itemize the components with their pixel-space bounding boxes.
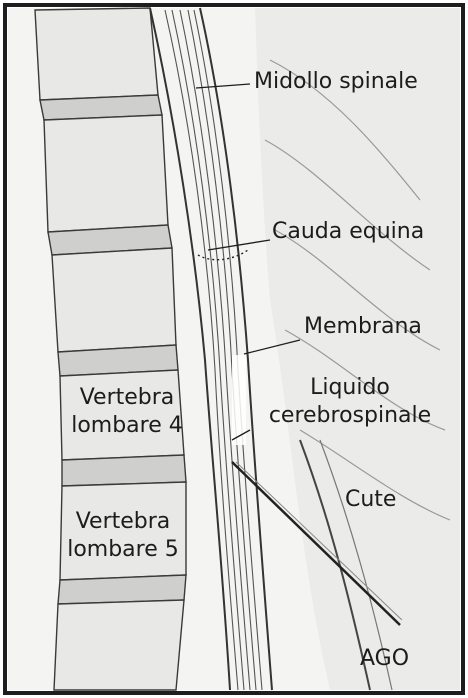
vertebra-2 [44, 115, 168, 232]
label-needle: AGO [360, 645, 409, 673]
label-skin: Cute [345, 486, 396, 514]
label-l5-line2: lombare 5 [48, 536, 198, 564]
label-csf: Liquido cerebrospinale [250, 374, 450, 430]
label-csf-line1: Liquido [250, 374, 450, 402]
label-csf-line2: cerebrospinale [250, 402, 450, 430]
label-l4: Vertebra lombare 4 [52, 384, 202, 440]
csf-space [232, 355, 246, 445]
label-l4-line1: Vertebra [52, 384, 202, 412]
label-l5-line1: Vertebra [48, 508, 198, 536]
label-cauda-equina: Cauda equina [272, 218, 424, 246]
disc-4 [62, 455, 186, 486]
label-membrane: Membrana [304, 313, 422, 341]
label-l5: Vertebra lombare 5 [48, 508, 198, 564]
vertebra-1 [35, 8, 158, 100]
label-l4-line2: lombare 4 [52, 412, 202, 440]
vertebra-3 [52, 248, 176, 352]
label-spinal-cord: Midollo spinale [254, 68, 418, 96]
disc-5 [58, 575, 186, 604]
sacrum [54, 600, 184, 690]
